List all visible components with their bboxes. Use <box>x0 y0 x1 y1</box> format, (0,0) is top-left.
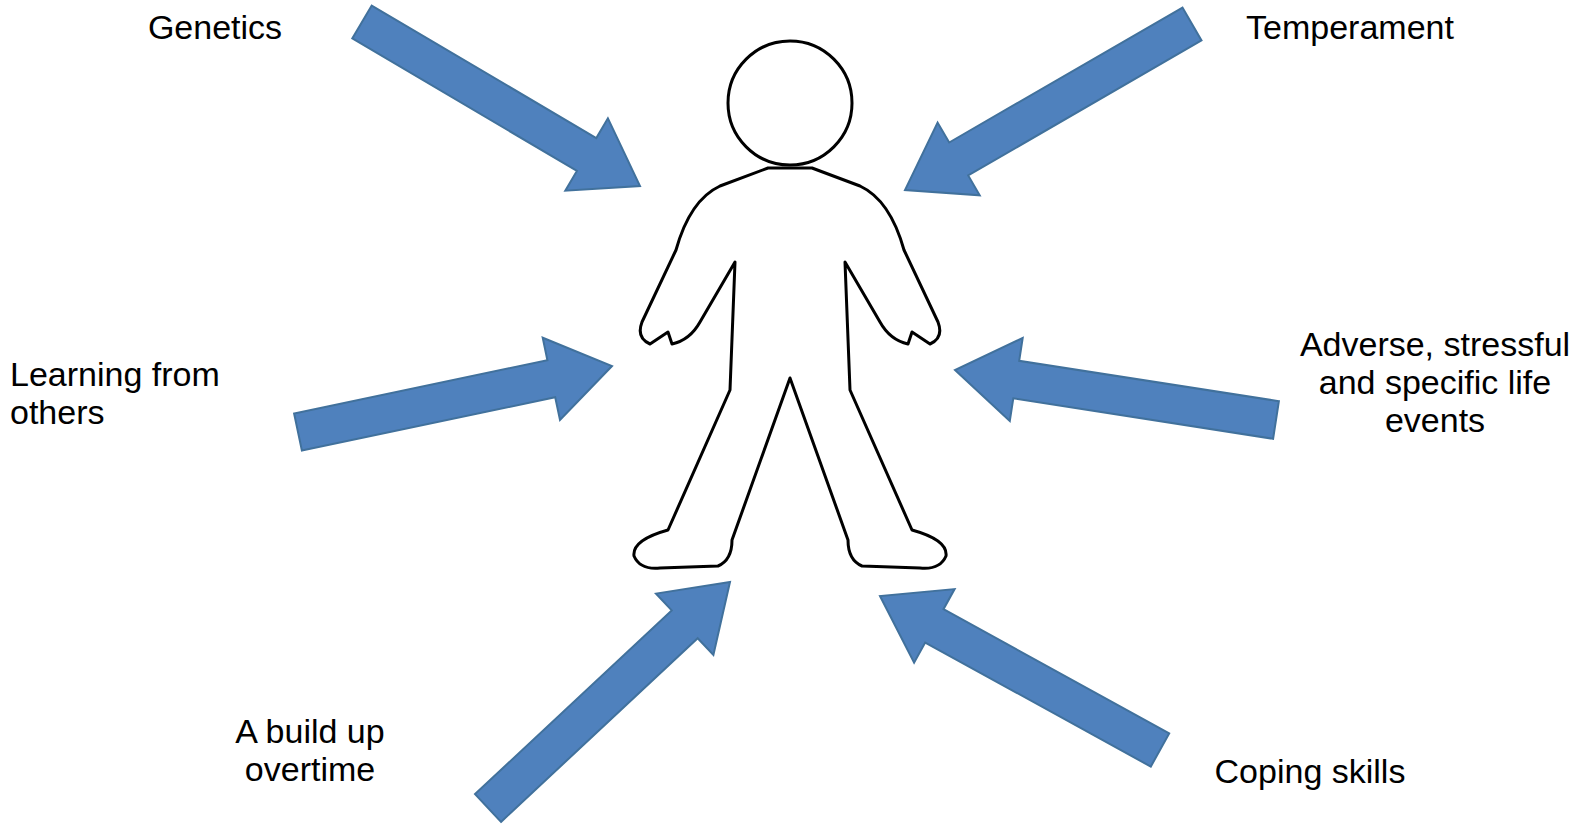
block-arrow <box>955 338 1279 439</box>
factor-label: A build up overtime <box>205 712 415 788</box>
person-body <box>634 168 946 568</box>
factor-label: Adverse, stressful and specific life eve… <box>1280 325 1570 439</box>
block-arrow <box>905 8 1202 196</box>
factor-label: Learning from others <box>10 355 300 431</box>
block-arrow <box>880 589 1169 767</box>
block-arrow <box>475 582 730 822</box>
block-arrow <box>352 6 640 191</box>
factor-label: Coping skills <box>1195 752 1425 790</box>
person-head <box>728 41 852 165</box>
block-arrow <box>294 338 612 451</box>
arrow-group <box>294 6 1279 822</box>
factor-label: Genetics <box>115 8 315 46</box>
factor-label: Temperament <box>1210 8 1490 46</box>
